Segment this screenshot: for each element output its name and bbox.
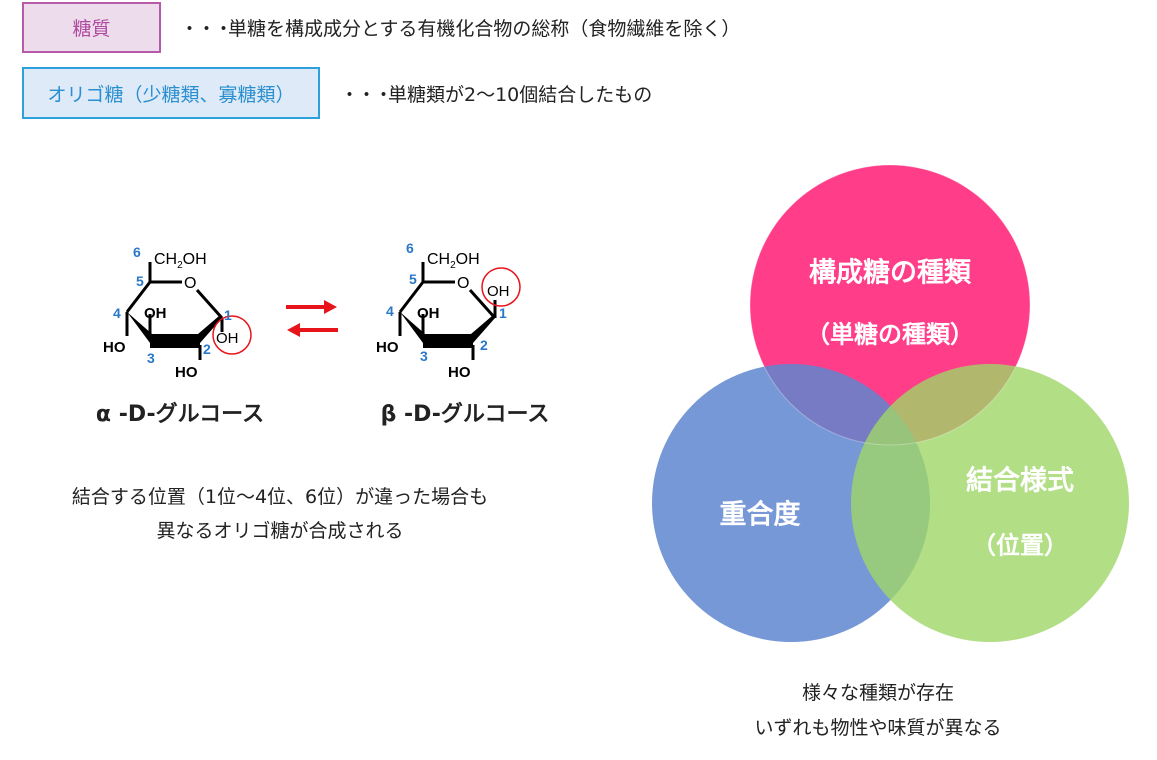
- term-label: 糖質: [72, 18, 111, 40]
- svg-text:6: 6: [133, 244, 141, 260]
- alpha-glucose-structure: CH2OH O OH HO HO OH 1 2 3 4 5 6: [103, 244, 252, 381]
- svg-text:2: 2: [203, 341, 211, 357]
- svg-text:1: 1: [224, 307, 232, 323]
- ch2oh-group: CH2OH: [154, 251, 207, 271]
- svg-text:4: 4: [113, 305, 121, 321]
- svg-text:1: 1: [499, 305, 507, 321]
- ho-c2: HO: [448, 364, 471, 381]
- svg-text:5: 5: [136, 273, 144, 289]
- venn-left-title: 重合度: [719, 499, 801, 531]
- svg-text:3: 3: [147, 350, 155, 366]
- venn-top-title: 構成糖の種類: [809, 257, 971, 289]
- ch2oh-group: CH2OH: [427, 251, 480, 271]
- bottom-caption-line: いずれも物性や味質が異なる: [754, 717, 1002, 739]
- svg-text:3: 3: [420, 348, 428, 364]
- venn-diagram: [652, 164, 1129, 642]
- svg-text:4: 4: [386, 303, 394, 319]
- venn-circle-linkage: [851, 364, 1129, 642]
- oh-c1: OH: [487, 283, 510, 300]
- oh-c3: OH: [417, 305, 440, 322]
- ring-oxygen: O: [184, 275, 196, 292]
- term-label: オリゴ糖（少糖類、寡糖類）: [47, 83, 295, 106]
- equilibrium-arrows: [286, 300, 338, 337]
- oh-c3: OH: [144, 305, 167, 322]
- venn-right-title: 結合様式: [966, 465, 1074, 497]
- venn-top-subtitle: （単糖の種類）: [806, 320, 974, 349]
- venn-right-subtitle: （位置）: [972, 531, 1068, 560]
- highlight-circle: [481, 267, 521, 307]
- dots: ・・・: [340, 84, 393, 106]
- left-caption-line: 異なるオリゴ糖が合成される: [156, 520, 404, 542]
- oh-c1: OH: [216, 330, 239, 347]
- term-box-carbohydrate: 糖質: [22, 2, 161, 53]
- term-box-oligosaccharide: オリゴ糖（少糖類、寡糖類）: [22, 67, 320, 119]
- beta-glucose-label: β -D-グルコース: [380, 402, 550, 427]
- svg-text:6: 6: [406, 240, 414, 256]
- svg-text:5: 5: [409, 271, 417, 287]
- venn-circle-polymerization: [652, 364, 930, 642]
- definition-text: 単糖類が2〜10個結合したもの: [388, 84, 653, 106]
- ho-c4: HO: [376, 339, 399, 356]
- alpha-glucose-label: α -D-グルコース: [95, 402, 265, 427]
- ho-c2: HO: [175, 364, 198, 381]
- ho-c4: HO: [103, 339, 126, 356]
- svg-text:2: 2: [480, 337, 488, 353]
- definition-text: 単糖を構成成分とする有機化合物の総称（食物繊維を除く）: [228, 18, 741, 40]
- highlight-circle: [212, 315, 252, 355]
- bottom-caption-line: 様々な種類が存在: [801, 682, 955, 704]
- beta-glucose-structure: CH2OH O OH HO HO OH 1 2 3 4 5 6: [376, 240, 521, 381]
- dots: ・・・: [180, 18, 233, 40]
- left-caption-line: 結合する位置（1位〜4位、6位）が違った場合も: [71, 486, 489, 508]
- ring-oxygen: O: [457, 275, 469, 292]
